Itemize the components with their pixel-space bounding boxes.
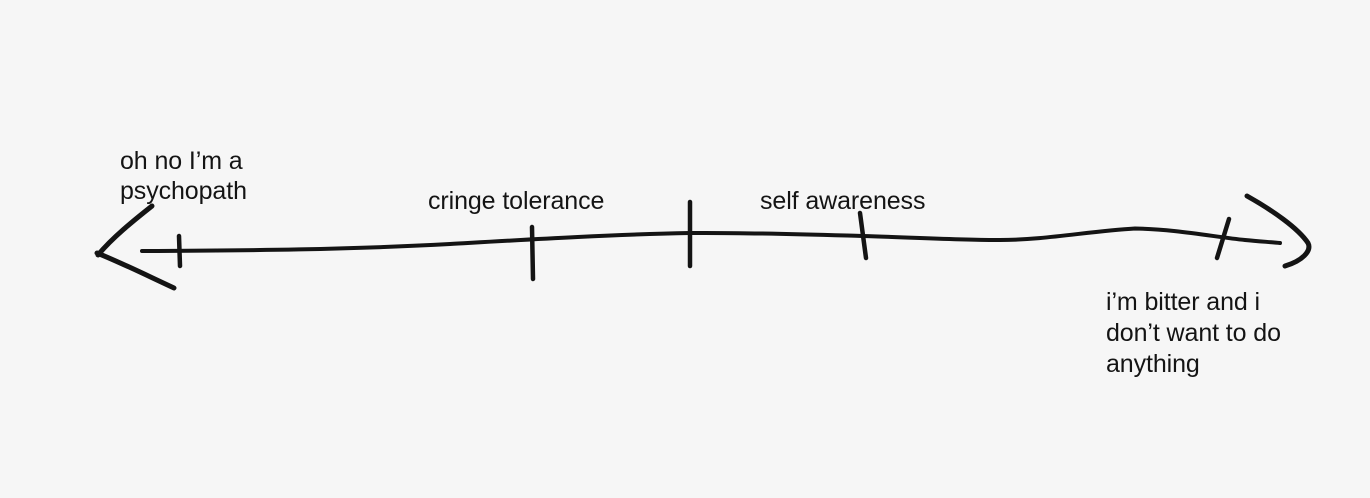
spectrum-axis-line (140, 226, 1282, 253)
right-arrowhead-icon (1244, 193, 1312, 269)
left-arrowhead-icon (94, 203, 177, 291)
label-self-awareness: self awareness (760, 187, 926, 215)
tick-mark (529, 224, 536, 282)
tick-marks (176, 199, 1232, 282)
label-cringe-tolerance: cringe tolerance (428, 187, 605, 215)
label-bitter: i’m bitter and i don’t want to do anythi… (1106, 288, 1281, 378)
label-psychopath: oh no I’m a psychopath (120, 147, 247, 205)
tick-mark (176, 233, 183, 269)
tick-mark (1214, 216, 1232, 261)
tick-mark (857, 210, 869, 261)
